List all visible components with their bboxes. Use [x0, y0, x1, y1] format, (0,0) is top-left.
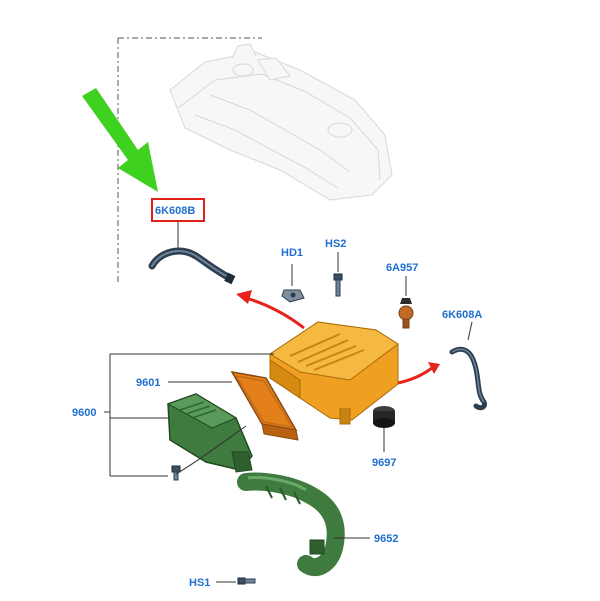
- air-cleaner-lower-housing: [166, 393, 253, 473]
- hd1-clip: [281, 264, 305, 303]
- 6a957-valve: [398, 276, 414, 329]
- green-pointer-arrow: [82, 88, 158, 192]
- label-6k608a: 6K608A: [442, 309, 482, 321]
- air-cleaner-cover: [269, 321, 399, 425]
- part-labels: 6K608B HD1 HS2 6A957 6K608A 9601 9600 96…: [72, 198, 482, 589]
- label-6k608b: 6K608B: [155, 205, 195, 217]
- label-6a957: 6A957: [386, 262, 418, 274]
- label-9600: 9600: [72, 407, 96, 419]
- hose-6k608b: [148, 247, 236, 285]
- leader-diagonal-housing: [175, 425, 247, 475]
- housing-screw: [171, 465, 181, 481]
- engine-cover-ghost: [169, 43, 393, 201]
- label-hd1: HD1: [281, 247, 303, 259]
- label-9697: 9697: [372, 457, 396, 469]
- reference-frame: [117, 37, 262, 285]
- air-duct-9652: [237, 472, 345, 577]
- label-9652: 9652: [374, 533, 398, 545]
- label-9601: 9601: [136, 377, 160, 389]
- hs2-screw: [333, 252, 343, 297]
- filter-element-9601: [230, 370, 299, 441]
- leader-lines: [104, 353, 370, 583]
- label-hs2: HS2: [325, 238, 346, 250]
- highlight-box-6k608b: [151, 198, 205, 222]
- leader-9600-bracket: [104, 353, 274, 477]
- label-hs1: HS1: [189, 577, 210, 589]
- hs1-screw: [237, 577, 256, 585]
- grommet-9697: [373, 406, 395, 452]
- red-flow-arrow-right: [397, 362, 440, 385]
- hose-6k608a: [449, 321, 487, 411]
- red-flow-arrow-left: [236, 290, 305, 330]
